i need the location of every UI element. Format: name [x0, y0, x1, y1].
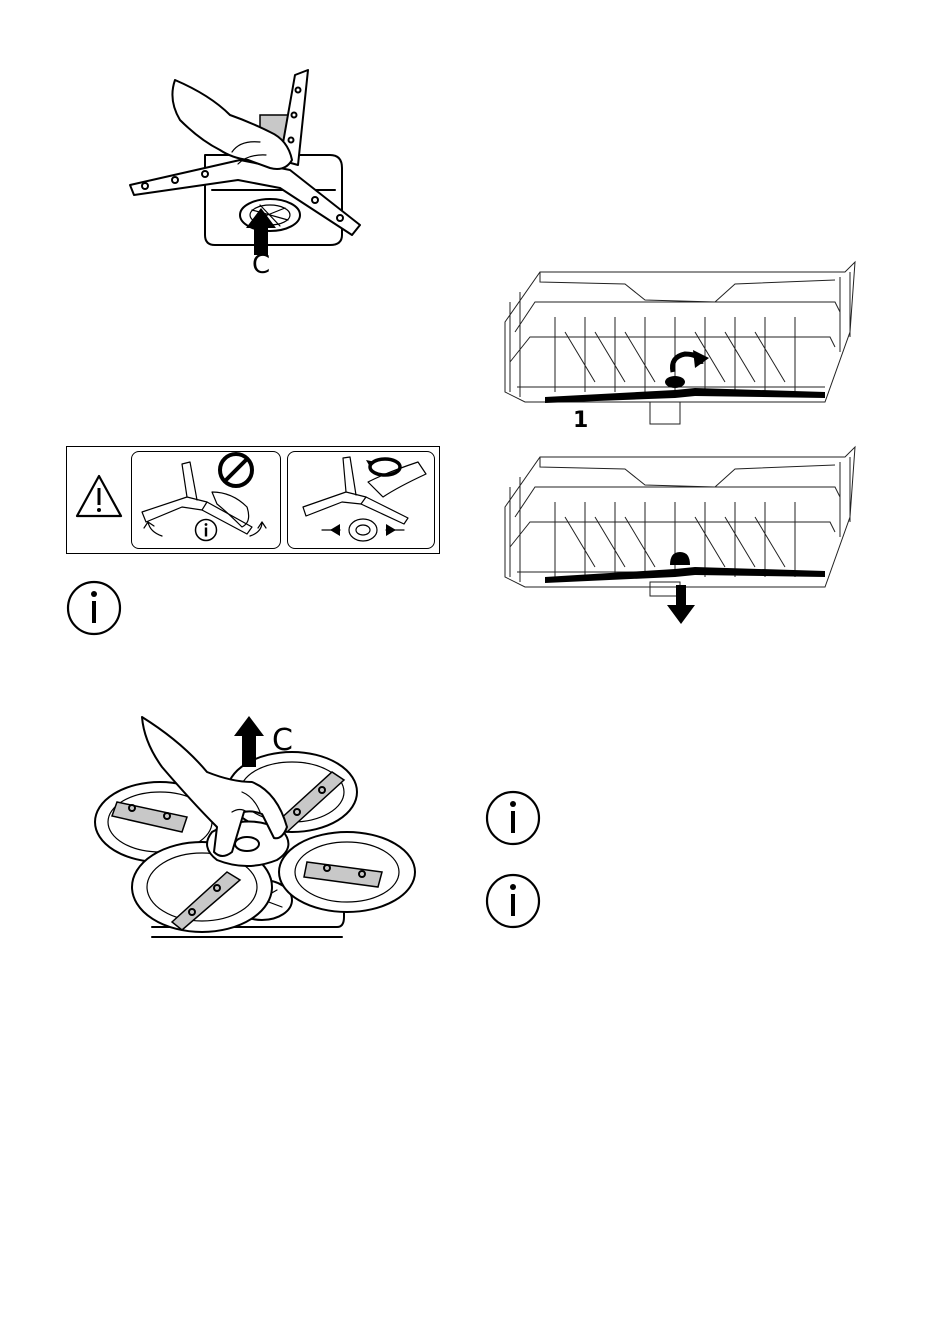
- no-entry-icon: [216, 450, 256, 490]
- warning-triangle-icon: [73, 472, 125, 522]
- basket-top: [505, 262, 855, 424]
- correct-method-box: [287, 451, 435, 549]
- basket-illustration: [495, 262, 865, 632]
- basket-bottom: [505, 447, 855, 624]
- figure-lower-spray-arm: C: [120, 60, 380, 280]
- incorrect-method-box: [131, 451, 281, 549]
- warning-panel: [66, 446, 440, 554]
- info-circle-icon-small: [194, 518, 218, 542]
- label-c-lower: C: [252, 252, 270, 278]
- figure-satellite-spray-arm: C: [82, 712, 422, 952]
- info-circle-icon-right-1: [485, 790, 541, 846]
- rotate-arrow-icon: [366, 454, 404, 480]
- lower-spray-arm-illustration: [120, 60, 380, 280]
- label-c-satellite: C: [272, 726, 293, 756]
- label-1: 1: [573, 410, 588, 432]
- satellite-arm-illustration: [82, 712, 422, 952]
- figure-basket-spray-arm: 1: [495, 262, 865, 632]
- info-circle-icon: [66, 580, 122, 636]
- info-circle-icon-right-2: [485, 873, 541, 929]
